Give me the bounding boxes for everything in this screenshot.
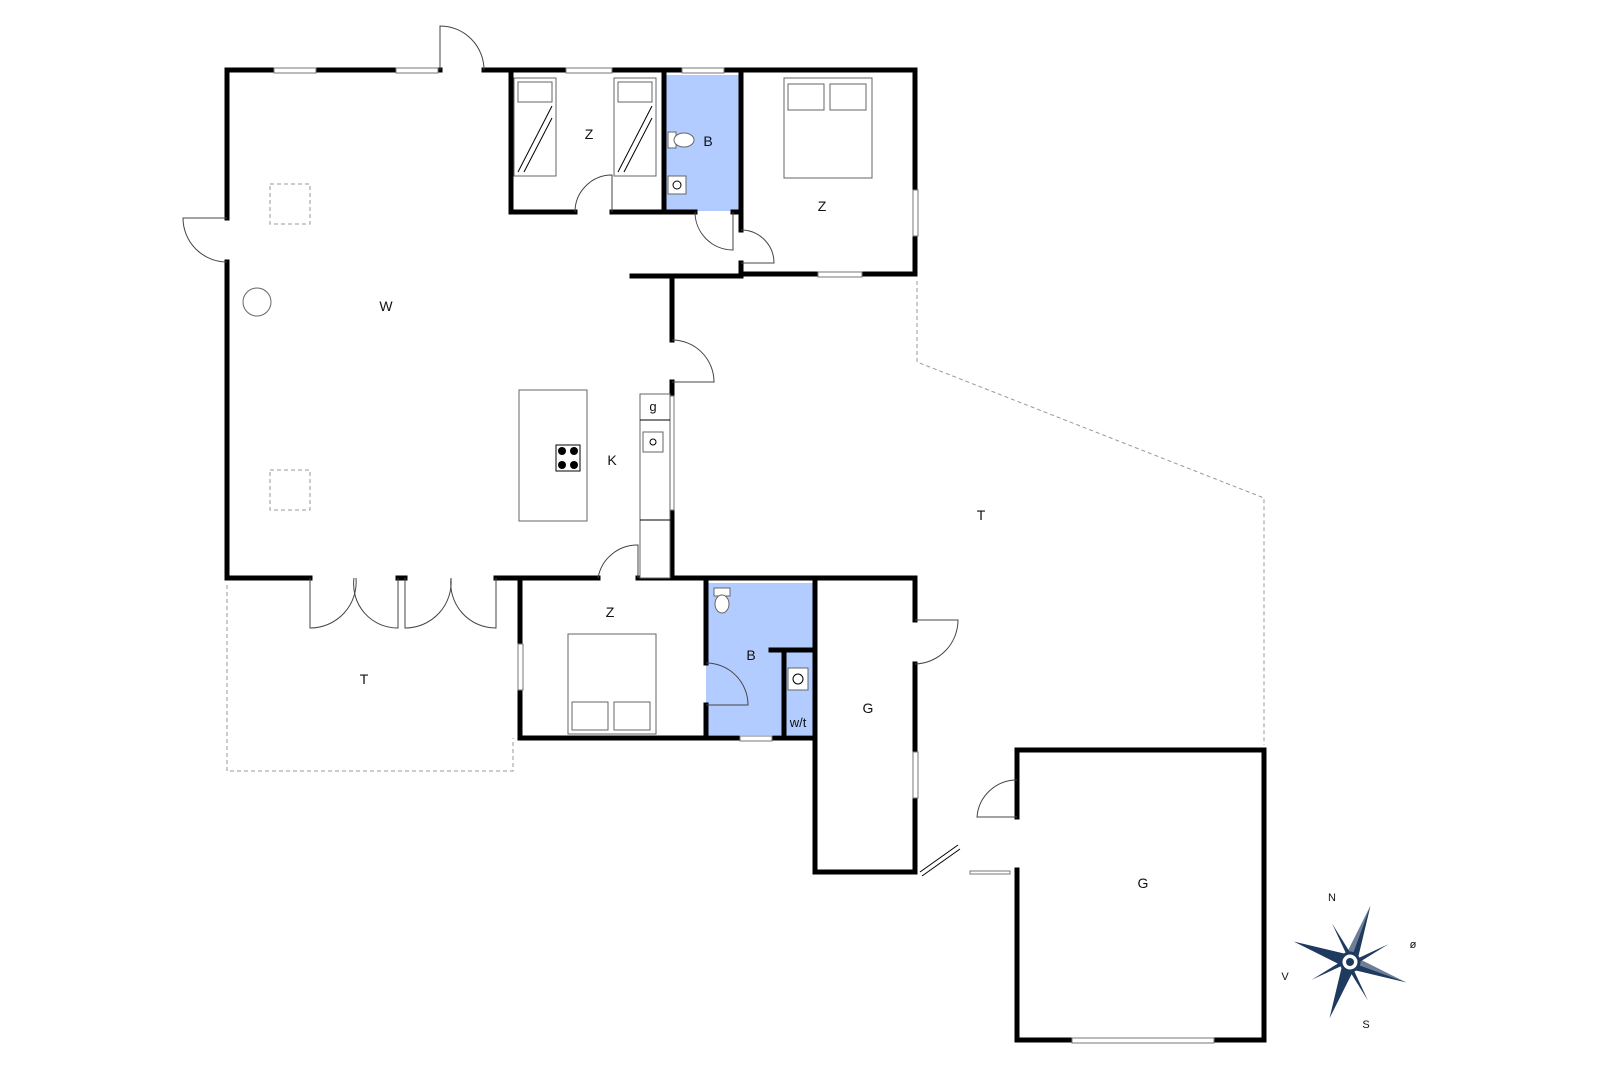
doors	[182, 25, 1018, 818]
room-label-garage: G	[1138, 875, 1149, 891]
compass-needle-north	[1347, 905, 1371, 957]
room-label-storage: G	[863, 700, 874, 716]
walls	[224, 67, 1267, 1043]
room-label-terrace-right: T	[977, 507, 986, 523]
compass-needle-east	[1355, 959, 1407, 983]
room-label-bedroom-top-right: Z	[818, 198, 827, 214]
skylight-top	[269, 183, 311, 225]
room-label-living: W	[379, 298, 393, 314]
room-label-bedroom-bunk: Z	[585, 126, 594, 142]
compass-needle-south	[1329, 967, 1353, 1019]
skylight-bottom	[269, 469, 311, 511]
furniture	[242, 77, 873, 735]
compass-label-west: V	[1281, 971, 1289, 983]
windows	[273, 67, 1215, 1044]
room-label-terrace-left: T	[360, 671, 369, 687]
room-label-bath-top: B	[703, 133, 712, 149]
fixture-label-wt: w/t	[789, 715, 807, 730]
terrace-right-outline	[916, 281, 1265, 745]
compass-label-south: S	[1362, 1019, 1369, 1031]
room-label-kitchen: K	[607, 452, 617, 468]
terrace-left-outline	[226, 585, 514, 772]
compass-label-east: ø	[1410, 939, 1417, 951]
fixture-label-g: g	[649, 399, 656, 414]
compass-label-north: N	[1328, 892, 1336, 904]
room-label-bedroom-bottom: Z	[606, 604, 615, 620]
compass-needle-west	[1293, 941, 1345, 965]
room-label-bath-bottom: B	[746, 647, 755, 663]
compass-rose	[1293, 905, 1407, 1019]
